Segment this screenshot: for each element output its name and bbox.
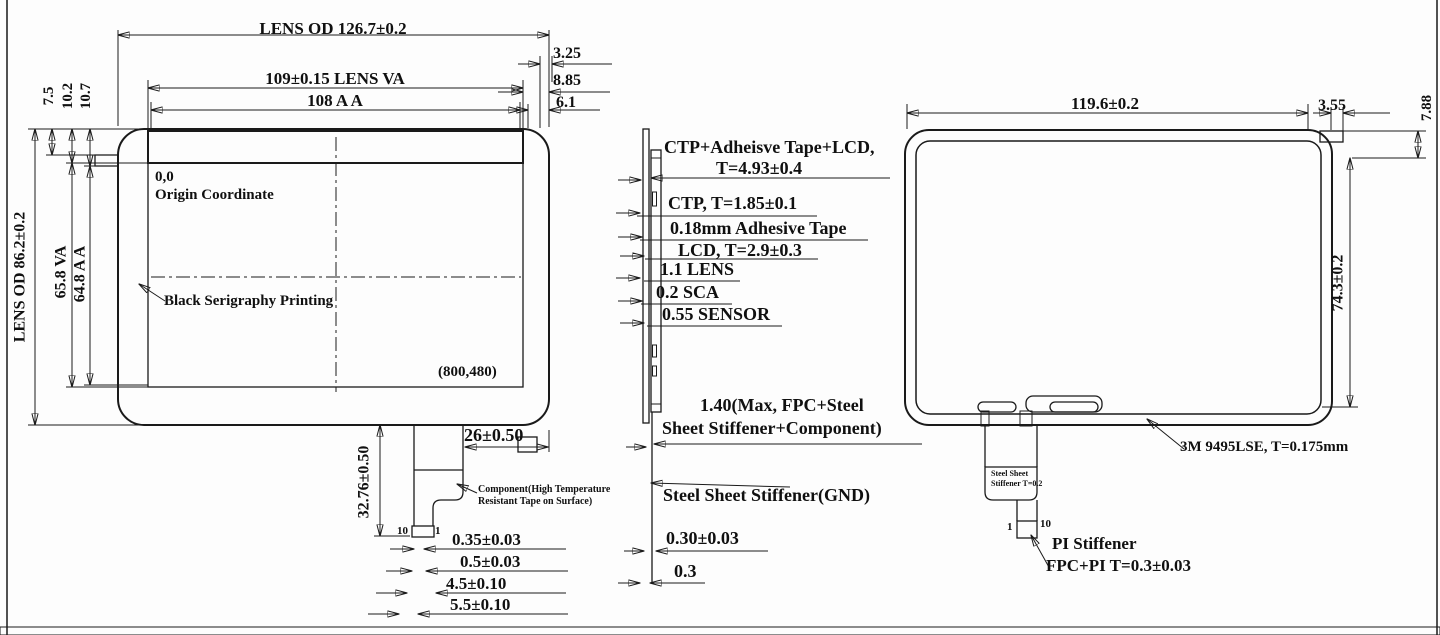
dim-right-2-label: 8.85	[553, 72, 581, 89]
callout-fpc-line1: 1.40(Max, FPC+Steel	[700, 395, 864, 415]
back-steel-stiffener-box	[984, 466, 1038, 501]
tape-note: 3M 9495LSE, T=0.175mm	[1180, 439, 1349, 455]
callout-sca: 0.2 SCA	[656, 282, 720, 302]
front-view	[28, 30, 612, 614]
callout-tape: 0.18mm Adhesive Tape	[670, 218, 847, 238]
back-pin-left-label: 1	[1007, 521, 1013, 533]
dim-right-3-label: 6.1	[556, 94, 576, 111]
callout-sensor: 0.55 SENSOR	[662, 304, 771, 324]
dim-pin-row2-label: 0.5±0.03	[460, 552, 521, 571]
dim-back-tab-label: 3.55	[1318, 97, 1346, 114]
fpc-note: FPC+PI T=0.3±0.03	[1046, 556, 1192, 575]
dim-tail-height-label: 32.76±0.50	[355, 445, 373, 519]
dim-left-1-label: 7.5	[41, 86, 58, 106]
dim-back-height-label: 74.3±0.2	[1329, 254, 1347, 312]
component-leader	[457, 484, 478, 494]
dim-lens-od-height-label: LENS OD 86.2±0.2	[11, 211, 29, 343]
back-dimensions	[906, 104, 1426, 570]
component-note-line1: Component(High Temperature	[478, 484, 611, 495]
dim-tip-thickness-label: 0.3	[674, 561, 697, 581]
dim-tail-offset-label: 26±0.50	[464, 425, 524, 445]
front-lens-outline	[117, 128, 550, 426]
back-inner-area	[915, 140, 1322, 415]
dim-va-height-label: 65.8 VA	[52, 245, 70, 299]
dim-left-3-label: 10.7	[78, 82, 95, 110]
callout-lcd: LCD, T=2.9±0.3	[678, 240, 802, 260]
dim-back-tab-height-label: 7.88	[1419, 94, 1436, 122]
callout-gnd: Steel Sheet Stiffener(GND)	[663, 485, 870, 505]
back-view	[904, 104, 1426, 570]
callout-stack-line1: CTP+Adheisve Tape+LCD,	[664, 137, 875, 157]
callout-stack-line2: T=4.93±0.4	[716, 158, 803, 178]
back-top-tab	[1319, 130, 1344, 143]
back-folded-fpc-outline	[1025, 395, 1103, 413]
resolution-label: (800,480)	[438, 364, 497, 380]
side-callout-lines	[616, 178, 922, 583]
pi-stiffener-leader	[1031, 535, 1051, 570]
front-left-tab	[94, 154, 118, 167]
component-note-line2: Resistant Tape on Surface)	[478, 496, 593, 507]
stiffener-box-line2: Stiffener T=0.2	[991, 479, 1043, 488]
origin-coordinate-label: Origin Coordinate	[155, 187, 274, 203]
dim-aa-height-label: 64.8 A A	[71, 245, 89, 303]
dim-aa-width-label: 108 A A	[307, 91, 363, 110]
dim-fpc-thickness-label: 0.30±0.03	[666, 528, 739, 548]
dim-lens-od-width-label: LENS OD 126.7±0.2	[259, 19, 407, 38]
front-fpc-tail	[411, 425, 464, 538]
callout-lens: 1.1 LENS	[660, 259, 735, 279]
dim-pin-row1-label: 0.35±0.03	[452, 530, 521, 549]
dim-pin-row4-label: 5.5±0.10	[450, 595, 511, 614]
stiffener-box-line1: Steel Sheet	[991, 469, 1029, 478]
callout-ctp: CTP, T=1.85±0.1	[668, 193, 798, 213]
callout-fpc-line2: Sheet Stiffener+Component)	[662, 418, 882, 438]
dim-right-1-label: 3.25	[553, 45, 581, 62]
back-board-connector-a	[977, 401, 1017, 413]
dim-lens-va-width-label: 109±0.15 LENS VA	[265, 69, 405, 88]
serigraphy-leader	[139, 284, 166, 302]
back-pin-right-label: 10	[1040, 518, 1051, 530]
front-pin-left-label: 10	[397, 525, 408, 537]
side-lens-glass	[642, 128, 650, 424]
back-pi-stiffener-pad	[1016, 520, 1038, 539]
tape-leader	[1147, 419, 1185, 450]
serigraphy-note: Black Serigraphy Printing	[164, 293, 334, 309]
back-fpc-tail	[984, 424, 1038, 539]
dim-left-2-label: 10.2	[60, 82, 77, 110]
side-view	[616, 128, 922, 583]
pi-stiffener-note: PI Stiffener	[1052, 534, 1137, 553]
front-dimensions	[28, 30, 612, 614]
back-board-connector-b	[1049, 401, 1099, 413]
origin-coordinate-value: 0,0	[155, 169, 174, 185]
back-outline-hatched	[904, 129, 1333, 426]
dim-back-width-label: 119.6±0.2	[1071, 94, 1139, 113]
dim-pin-row3-label: 4.5±0.10	[446, 574, 507, 593]
front-pin-right-label: 1	[435, 525, 441, 537]
front-pin-connector	[411, 525, 435, 538]
